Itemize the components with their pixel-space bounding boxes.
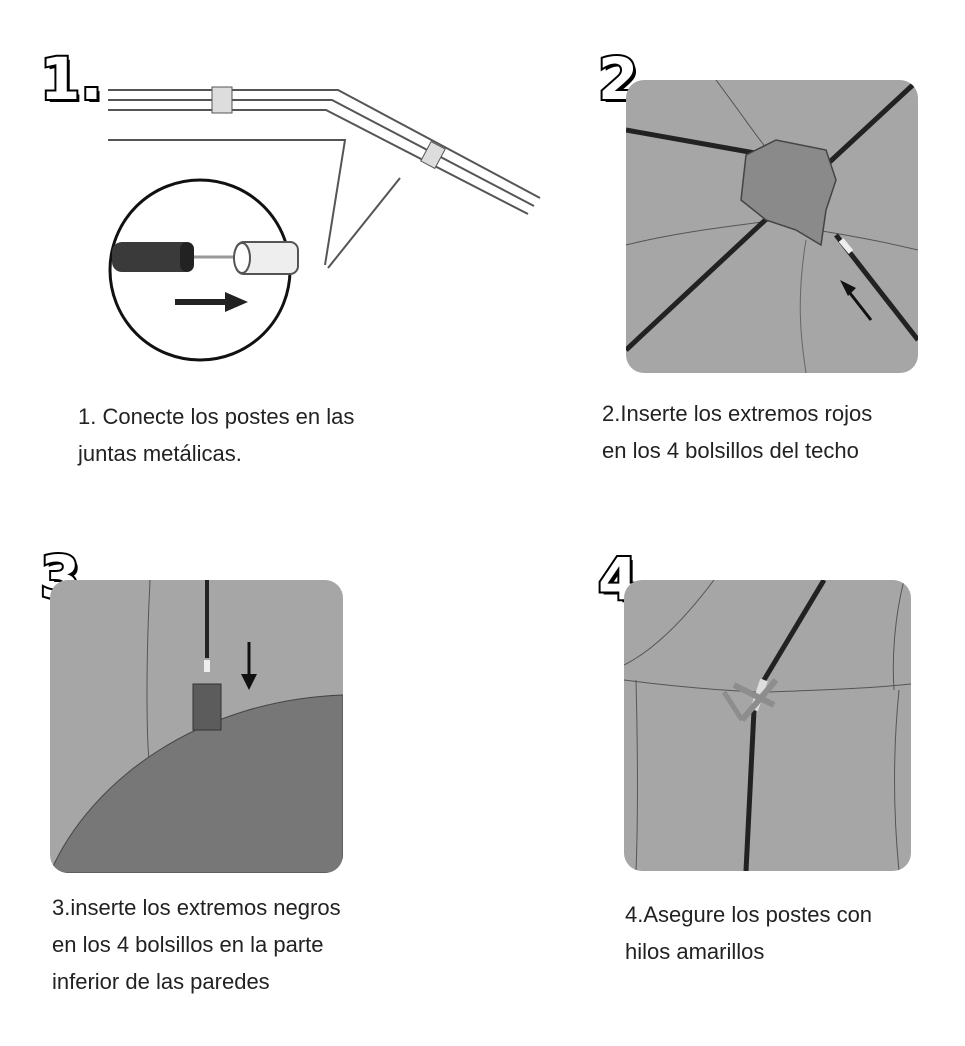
step-3-caption-line: en los 4 bolsillos en la parte xyxy=(52,932,324,957)
step-1-caption: 1. Conecte los postes en las juntas metá… xyxy=(78,398,354,472)
step-4-caption-line: 4.Asegure los postes con xyxy=(625,902,873,927)
step-1-number: 1. xyxy=(38,45,104,113)
step-2-illustration xyxy=(626,80,918,373)
step-1-illustration xyxy=(108,86,541,362)
step-4-illustration xyxy=(624,580,911,871)
step-3-caption: 3.inserte los extremos negros en los 4 b… xyxy=(52,889,341,1000)
step-4-caption-line: hilos amarillos xyxy=(625,939,765,964)
step-4-caption: 4.Asegure los postes con hilos amarillos xyxy=(625,896,872,970)
step-3-caption-line: 3.inserte los extremos negros xyxy=(52,895,341,920)
step-3-caption-line: inferior de las paredes xyxy=(52,969,270,994)
step-2-caption-line: 2.Inserte los extremos rojos xyxy=(602,401,873,426)
step-2-caption-line: en los 4 bolsillos del techo xyxy=(602,438,859,463)
step-2-caption: 2.Inserte los extremos rojos en los 4 bo… xyxy=(602,395,872,469)
step-1-caption-line: juntas metálicas. xyxy=(78,441,242,466)
step-3-illustration xyxy=(50,580,343,873)
step-1-caption-line: 1. Conecte los postes en las xyxy=(78,404,355,429)
